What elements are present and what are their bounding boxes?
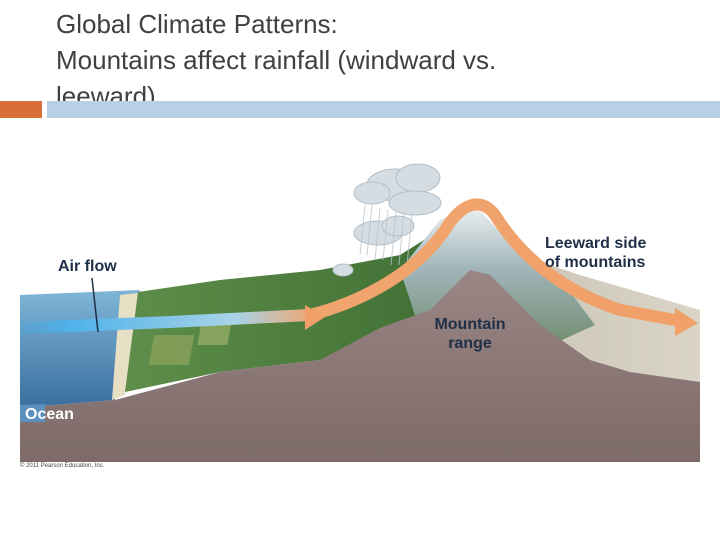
farmland-patch [149,335,194,365]
leeward-side-label-line-2: of mountains [545,253,646,272]
rain-shadow-diagram [20,160,700,462]
accent-bar-orange [0,101,42,118]
slide-title: Global Climate Patterns: Mountains affec… [56,6,696,114]
mountain-range-label-line-1: Mountain [420,315,520,334]
accent-bar-blue [47,101,720,118]
copyright-credit: © 2011 Pearson Education, Inc. [20,463,104,469]
mountain-range-label: Mountain range [420,315,520,353]
farmland-patch [197,325,231,345]
rain-shadow-illustration [20,160,700,462]
slide-title-line-1: Global Climate Patterns: [56,6,696,42]
leeward-side-label: Leeward side of mountains [545,234,646,272]
ocean-label: Ocean [25,405,74,424]
air-flow-label: Air flow [58,257,117,276]
leeward-side-label-line-1: Leeward side [545,234,646,253]
slide-title-line-2: Mountains affect rainfall (windward vs. [56,42,696,78]
mountain-range-label-line-2: range [420,334,520,353]
